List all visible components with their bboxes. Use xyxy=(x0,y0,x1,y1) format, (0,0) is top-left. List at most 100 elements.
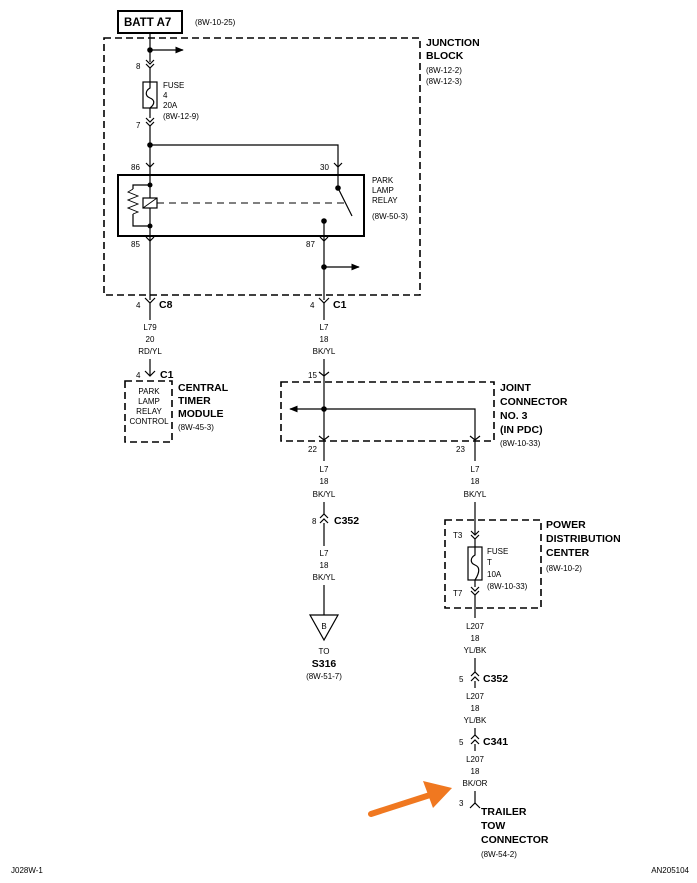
jc-ref: (8W-10-33) xyxy=(500,439,541,448)
c341-label: C341 xyxy=(483,736,508,748)
c8-pin: 4 xyxy=(136,301,141,310)
c8-label: C8 xyxy=(159,299,173,311)
pdc-pin-t7: T7 xyxy=(453,589,463,598)
jc-pin-15: 15 xyxy=(308,371,317,380)
wire-l207-a-gauge: 18 xyxy=(471,634,480,643)
fuse-t-line-4: (8W-10-33) xyxy=(487,582,528,591)
wire-l7-a-color: BK/YL xyxy=(313,347,336,356)
wire-l7-d-circuit: L7 xyxy=(471,465,480,474)
ctm-outline xyxy=(124,380,173,443)
c341-pin: 5 xyxy=(459,738,464,747)
wire-l7-d: L7 18 BK/YL xyxy=(464,441,487,535)
wire-l207-a: L207 18 YL/BK xyxy=(464,595,487,672)
relay-label-1: PARK xyxy=(372,176,394,185)
connector-pin-7-symbol xyxy=(145,117,155,127)
wire-l7-b-circuit: L7 xyxy=(320,465,329,474)
fuse-4-line-3: 20A xyxy=(163,101,178,110)
highlight-arrow xyxy=(368,781,452,817)
relay-pin-86: 86 xyxy=(131,163,140,172)
footer-left-code: J028W-1 xyxy=(11,866,43,875)
c352-right-pin: 5 xyxy=(459,675,464,684)
junction-block-outline xyxy=(103,37,421,296)
wire-l7-d-color: BK/YL xyxy=(464,490,487,499)
wire-l7-b-color: BK/YL xyxy=(313,490,336,499)
connector-c8: 4 C8 xyxy=(136,297,173,311)
wire-l7-a-gauge: 18 xyxy=(320,335,329,344)
relay-label-2: LAMP xyxy=(372,186,394,195)
ctm-conn-label: C1 xyxy=(160,369,174,381)
c1-label: C1 xyxy=(333,299,347,311)
splice-to: TO xyxy=(319,647,330,656)
wire-l207-c-color: BK/OR xyxy=(463,779,488,788)
relay-coil xyxy=(126,175,158,236)
wire-l79: L79 20 RD/YL xyxy=(138,303,162,376)
ctm-box-3: RELAY xyxy=(136,407,162,416)
wire-l7-b: L7 18 BK/YL xyxy=(313,441,336,514)
jc-title-2: CONNECTOR xyxy=(500,396,568,408)
junction-block-title-2: BLOCK xyxy=(426,50,464,62)
pdc-ref: (8W-10-2) xyxy=(546,564,582,573)
wire-l207-c-gauge: 18 xyxy=(471,767,480,776)
trailer-pin: 3 xyxy=(459,799,464,808)
connector-c352-right: 5 C352 xyxy=(459,671,508,685)
ctm-box-2: LAMP xyxy=(138,397,160,406)
wire-l7-b-gauge: 18 xyxy=(320,477,329,486)
relay-label-3: RELAY xyxy=(372,196,398,205)
pdc-outline xyxy=(444,519,542,609)
splice-letter: B xyxy=(321,622,326,631)
footer-right-code: AN205104 xyxy=(651,866,689,875)
fuse-t-element xyxy=(470,547,480,581)
wire-l7-c-circuit: L7 xyxy=(320,549,329,558)
wire-l7-c-color: BK/YL xyxy=(313,573,336,582)
junction-block-title-1: JUNCTION xyxy=(426,37,480,49)
relay-pin-87: 87 xyxy=(306,240,315,249)
splice-s316: B TO S316 (8W-51-7) xyxy=(306,614,342,681)
pin-8-label: 8 xyxy=(136,62,141,71)
wire-l207-b-color: YL/BK xyxy=(464,716,487,725)
connector-c1: 4 C1 xyxy=(310,297,347,311)
wire-l207-c: L207 18 BK/OR xyxy=(463,744,488,804)
junction-block: JUNCTION BLOCK (8W-12-2) (8W-12-3) 8 FUS… xyxy=(103,37,480,300)
pdc-title-3: CENTER xyxy=(546,547,590,559)
relay-switch xyxy=(321,175,353,236)
battery-ref: (8W-10-25) xyxy=(195,18,236,27)
wire-l207-b-gauge: 18 xyxy=(471,704,480,713)
wire-l79-circuit: L79 xyxy=(143,323,157,332)
wire-l207-a-color: YL/BK xyxy=(464,646,487,655)
wire-l7-a-circuit: L7 xyxy=(320,323,329,332)
trailer-title-1: TRAILER xyxy=(481,806,527,818)
c352-right-label: C352 xyxy=(483,673,508,685)
jc-outline xyxy=(280,381,495,442)
wire-l7-a: L7 18 BK/YL xyxy=(313,303,336,382)
connector-c341: 5 C341 xyxy=(459,734,508,748)
ctm-pin: 4 xyxy=(136,371,141,380)
wire-l7-c: L7 18 BK/YL xyxy=(313,523,336,615)
fuse-4-line-4: (8W-12-9) xyxy=(163,112,199,121)
wire-l207-a-circuit: L207 xyxy=(466,622,484,631)
fuse-t-line-2: T xyxy=(487,558,492,567)
pdc-pin-t3: T3 xyxy=(453,531,463,540)
c352-left-label: C352 xyxy=(334,515,359,527)
trailer-title-3: CONNECTOR xyxy=(481,834,549,846)
junction-block-ref-1: (8W-12-2) xyxy=(426,66,462,75)
fuse-4-line-1: FUSE xyxy=(163,81,184,90)
fuse-t-line-3: 10A xyxy=(487,570,502,579)
relay-pin-85: 85 xyxy=(131,240,140,249)
relay-pin-30: 30 xyxy=(320,163,329,172)
wire-l7-c-gauge: 18 xyxy=(320,561,329,570)
ctm-box-1: PARK xyxy=(138,387,160,396)
wire-l207-c-circuit: L207 xyxy=(466,755,484,764)
central-timer-module: 4 C1 PARK LAMP RELAY CONTROL CENTRAL TIM… xyxy=(124,369,229,443)
wire-l207-b-circuit: L207 xyxy=(466,692,484,701)
pdc-title-2: DISTRIBUTION xyxy=(546,533,621,545)
trailer-tow-connector: 3 TRAILER TOW CONNECTOR (8W-54-2) xyxy=(459,799,549,859)
fuse-t-line-1: FUSE xyxy=(487,547,508,556)
pdc-title-1: POWER xyxy=(546,519,586,531)
battery-label: BATT A7 xyxy=(124,17,171,29)
connector-c352-left: 8 C352 xyxy=(312,513,359,527)
battery-feed: BATT A7 (8W-10-25) xyxy=(117,10,236,62)
park-lamp-relay-box xyxy=(117,174,365,237)
power-distribution-center: T3 FUSE T 10A (8W-10-33) T7 POWER DISTRI… xyxy=(444,519,621,609)
joint-connector-3: 15 JOINT CONNECTOR NO. 3 (IN PDC) (8W-10… xyxy=(280,371,568,454)
